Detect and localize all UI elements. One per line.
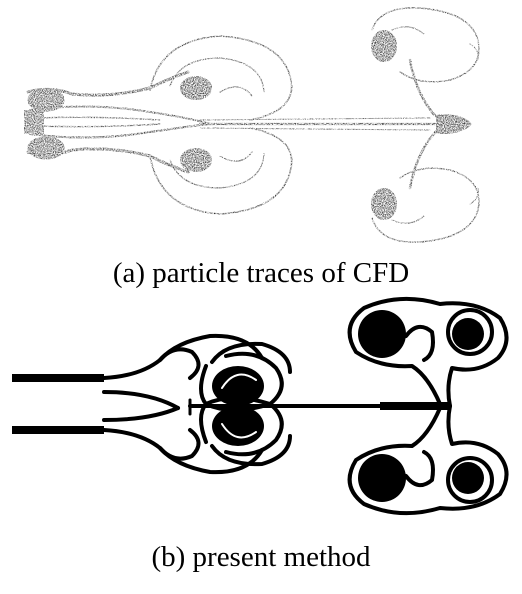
- caption-panel-b: (b) present method: [0, 540, 522, 574]
- present-method-image: [0, 296, 522, 534]
- cfd-particle-traces-graphic: [0, 0, 522, 252]
- caption-panel-a: (a) particle traces of CFD: [0, 256, 522, 290]
- cfd-particle-traces-image: [0, 0, 522, 252]
- present-method-graphic: [0, 296, 522, 534]
